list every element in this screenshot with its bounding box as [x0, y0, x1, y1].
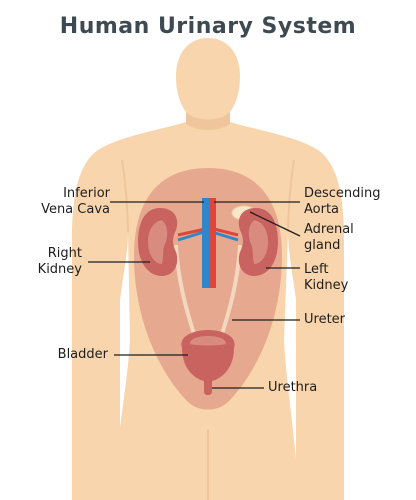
label-descending-aorta: Descending Aorta — [304, 186, 381, 217]
inferior-vena-cava — [202, 198, 209, 288]
leader-adrenal-gland — [249, 211, 301, 237]
label-ureter: Ureter — [304, 312, 346, 327]
label-bladder: Bladder — [57, 347, 108, 362]
renal-vein-left — [211, 230, 239, 242]
label-right-kidney: Right Kidney — [37, 246, 82, 277]
label-urethra: Urethra — [268, 380, 318, 395]
bladder-highlight — [190, 336, 226, 346]
right-kidney-inner — [148, 220, 168, 264]
left-kidney-inner — [248, 220, 268, 264]
label-inferior-vena-cava: Inferior Vena Cava — [41, 186, 110, 217]
descending-aorta — [209, 198, 216, 288]
label-adrenal-gland: Adrenal gland — [304, 222, 354, 253]
label-left-kidney: Left Kidney — [304, 262, 349, 293]
renal-vein-right — [177, 230, 205, 242]
urethra — [204, 380, 212, 395]
diagram-title: Human Urinary System — [59, 14, 357, 39]
arm-crease-right — [121, 159, 129, 233]
neck-shadow — [186, 112, 230, 130]
